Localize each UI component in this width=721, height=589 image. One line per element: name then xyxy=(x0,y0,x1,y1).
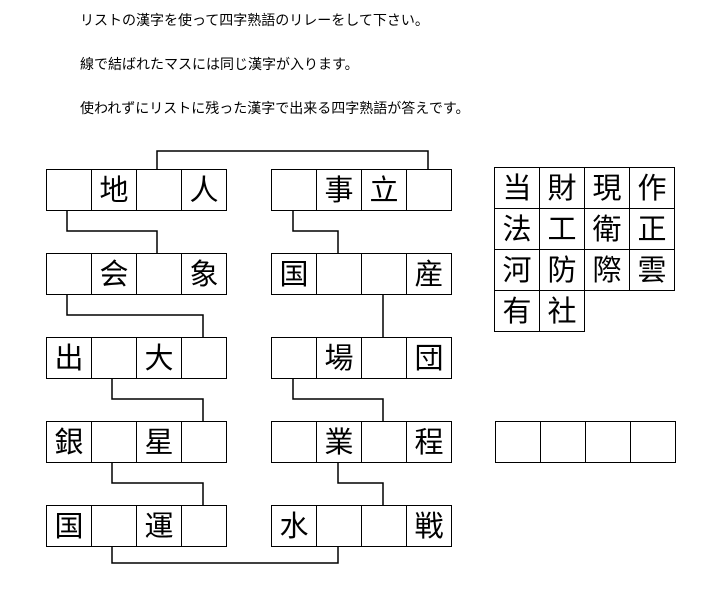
grid-cell[interactable]: 運 xyxy=(136,505,182,547)
connector-line xyxy=(111,379,204,421)
kanji-tile[interactable]: 社 xyxy=(539,290,585,332)
kanji-tile[interactable]: 法 xyxy=(494,208,540,250)
left-word-row-5: 国 運 xyxy=(46,505,227,547)
kanji-list-row: 当 財 現 作 xyxy=(494,167,676,209)
answer-cell[interactable] xyxy=(585,421,631,463)
instruction-line-1: リストの漢字を使って四字熟語のリレーをして下さい。 xyxy=(80,13,429,29)
grid-cell[interactable]: 立 xyxy=(361,169,407,211)
answer-cell[interactable] xyxy=(495,421,541,463)
kanji-tile[interactable]: 河 xyxy=(494,249,540,291)
grid-cell[interactable]: 星 xyxy=(136,421,182,463)
kanji-tile[interactable]: 作 xyxy=(629,167,675,209)
answer-cell[interactable] xyxy=(540,421,586,463)
grid-cell[interactable] xyxy=(91,505,137,547)
grid-cell[interactable]: 国 xyxy=(271,253,317,295)
answer-row xyxy=(495,421,676,463)
grid-cell[interactable] xyxy=(271,337,317,379)
grid-cell[interactable] xyxy=(91,421,137,463)
grid-cell[interactable]: 出 xyxy=(46,337,92,379)
right-word-row-5: 水 戦 xyxy=(271,505,452,547)
grid-cell[interactable]: 会 xyxy=(91,253,137,295)
grid-cell[interactable]: 事 xyxy=(316,169,362,211)
grid-cell[interactable]: 程 xyxy=(406,421,452,463)
kanji-tile[interactable]: 雲 xyxy=(629,249,675,291)
grid-cell[interactable] xyxy=(271,169,317,211)
grid-cell[interactable] xyxy=(361,505,407,547)
kanji-list-row: 有 社 xyxy=(494,290,676,332)
grid-cell[interactable]: 業 xyxy=(316,421,362,463)
grid-cell[interactable]: 場 xyxy=(316,337,362,379)
grid-cell[interactable]: 象 xyxy=(181,253,227,295)
grid-cell[interactable] xyxy=(46,253,92,295)
left-word-row-1: 地 人 xyxy=(46,169,227,211)
kanji-tile[interactable]: 工 xyxy=(539,208,585,250)
grid-cell[interactable] xyxy=(136,169,182,211)
grid-cell[interactable] xyxy=(361,421,407,463)
connector-line xyxy=(111,547,339,564)
kanji-tile[interactable]: 際 xyxy=(584,249,630,291)
grid-cell[interactable]: 銀 xyxy=(46,421,92,463)
kanji-tile[interactable]: 財 xyxy=(539,167,585,209)
left-word-row-4: 銀 星 xyxy=(46,421,227,463)
kanji-tile[interactable]: 防 xyxy=(539,249,585,291)
kanji-tile[interactable]: 衛 xyxy=(584,208,630,250)
instruction-line-3: 使われずにリストに残った漢字で出来る四字熟語が答えです。 xyxy=(80,101,470,117)
grid-cell[interactable] xyxy=(136,253,182,295)
connector-line xyxy=(156,150,429,169)
grid-cell[interactable] xyxy=(181,337,227,379)
left-word-row-3: 出 大 xyxy=(46,337,227,379)
grid-cell[interactable] xyxy=(91,337,137,379)
left-word-row-2: 会 象 xyxy=(46,253,227,295)
right-word-row-3: 場 団 xyxy=(271,337,452,379)
kanji-tile[interactable]: 当 xyxy=(494,167,540,209)
grid-cell[interactable] xyxy=(181,505,227,547)
kanji-list-row: 河 防 際 雲 xyxy=(494,249,676,291)
connector-line xyxy=(337,463,384,505)
grid-cell[interactable] xyxy=(271,421,317,463)
right-word-row-4: 業 程 xyxy=(271,421,452,463)
grid-cell[interactable] xyxy=(316,505,362,547)
grid-cell[interactable]: 地 xyxy=(91,169,137,211)
grid-cell[interactable] xyxy=(316,253,362,295)
kanji-tile[interactable]: 現 xyxy=(584,167,630,209)
kanji-tile[interactable]: 有 xyxy=(494,290,540,332)
grid-cell[interactable]: 大 xyxy=(136,337,182,379)
right-word-row-2: 国 産 xyxy=(271,253,452,295)
kanji-list-row: 法 工 衛 正 xyxy=(494,208,676,250)
kanji-list: 当 財 現 作 法 工 衛 正 河 防 際 雲 有 社 xyxy=(494,167,676,332)
grid-cell[interactable]: 団 xyxy=(406,337,452,379)
connector-line xyxy=(111,463,204,505)
instruction-line-2: 線で結ばれたマスには同じ漢字が入ります。 xyxy=(80,57,359,73)
grid-cell[interactable]: 産 xyxy=(406,253,452,295)
grid-cell[interactable]: 人 xyxy=(181,169,227,211)
grid-cell[interactable]: 水 xyxy=(271,505,317,547)
grid-cell[interactable] xyxy=(406,169,452,211)
connector-line xyxy=(292,379,384,421)
grid-cell[interactable] xyxy=(361,253,407,295)
connector-line xyxy=(66,295,204,337)
grid-cell[interactable]: 国 xyxy=(46,505,92,547)
right-word-row-1: 事 立 xyxy=(271,169,452,211)
kanji-tile[interactable]: 正 xyxy=(629,208,675,250)
grid-cell[interactable] xyxy=(46,169,92,211)
grid-cell[interactable] xyxy=(181,421,227,463)
connector-line xyxy=(292,211,339,253)
connector-line xyxy=(66,211,158,253)
grid-cell[interactable] xyxy=(361,337,407,379)
answer-cell[interactable] xyxy=(630,421,676,463)
grid-cell[interactable]: 戦 xyxy=(406,505,452,547)
